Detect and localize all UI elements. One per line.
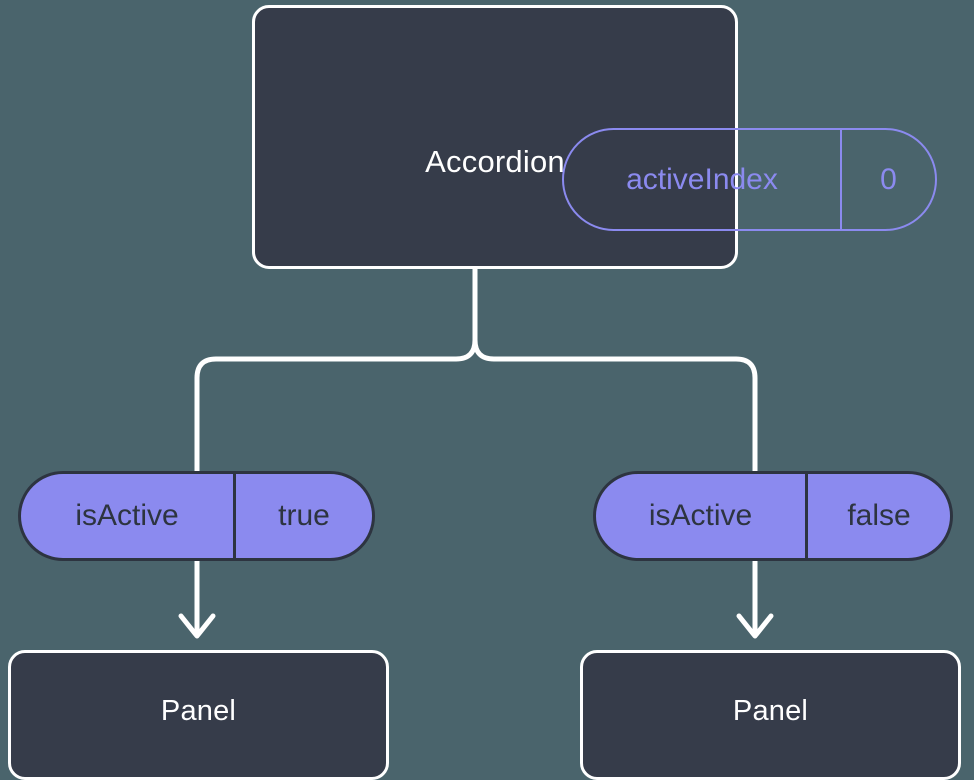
connector-root-to-branch-left xyxy=(194,337,478,474)
state-pill-active-index-value: 0 xyxy=(840,130,935,229)
node-panel-right[interactable]: Panel xyxy=(580,650,961,780)
arrow-head-left xyxy=(178,613,216,639)
node-panel-left-title: Panel xyxy=(160,695,237,727)
prop-pill-is-active-true-key: isActive xyxy=(75,499,179,532)
node-accordion[interactable]: Accordion activeIndex 0 xyxy=(252,5,937,269)
prop-pill-is-active-false-key: isActive xyxy=(648,499,753,532)
arrow-head-right xyxy=(736,613,774,639)
state-pill-active-index[interactable]: activeIndex 0 xyxy=(562,128,937,231)
prop-pill-is-active-false[interactable]: isActive false xyxy=(593,471,953,561)
node-panel-right-title: Panel xyxy=(732,695,809,727)
connector-root-to-branches xyxy=(472,265,758,474)
prop-pill-is-active-true-value: true xyxy=(233,474,372,558)
state-pill-active-index-key: activeIndex xyxy=(626,162,778,196)
node-panel-left[interactable]: Panel xyxy=(8,650,389,780)
prop-pill-is-active-true[interactable]: isActive true xyxy=(18,471,375,561)
node-accordion-title: Accordion xyxy=(425,144,565,179)
prop-pill-is-active-false-value: false xyxy=(805,474,950,558)
